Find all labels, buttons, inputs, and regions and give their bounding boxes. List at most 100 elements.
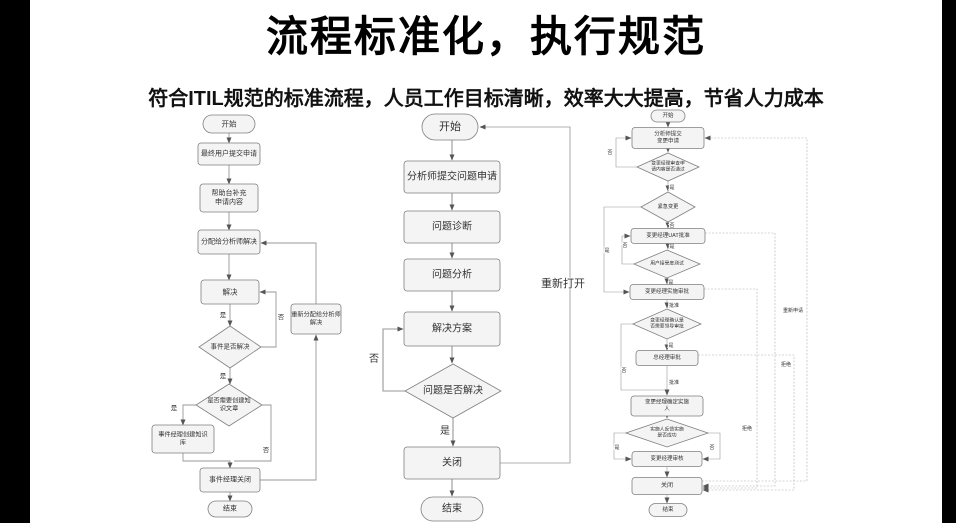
change-flow-node-review-shape (636, 152, 700, 182)
incident-flow-edge-12 (260, 240, 317, 304)
problem-flow-node-solved-label: 问题是否解决 (423, 384, 483, 397)
change-flow-node-impl-shape (629, 284, 705, 300)
change-flow-node-gm-shape (635, 350, 699, 366)
problem-flow-node-diagnose-shape (403, 210, 501, 244)
incident-flow-node-createkb-label: 事件经理创建知识 (158, 431, 208, 439)
incident-flow-node-createkb-shape (151, 424, 215, 454)
incident-flow-node-close-shape (199, 467, 261, 493)
problem-flow-edge-7 (479, 124, 571, 464)
incident-flow-node-start-label: 开始 (222, 119, 237, 129)
change-flow-node-impl-label: 变更经理实施审批 (645, 287, 690, 295)
page-subtitle: 符合ITIL规范的标准流程，人员工作目标清晰，效率大大提高，节省人力成本 (148, 88, 824, 110)
incident-flow-node-submit-label: 最终用户提交申请 (201, 149, 257, 158)
incident-flow-edge-7-label: 是 (171, 404, 178, 412)
change-flow-edge-4-label: 否 (669, 223, 674, 229)
incident-flow-edge-11 (260, 334, 319, 481)
problem-flow-node-analyze: 问题分析 (403, 258, 501, 292)
change-flow-edge-18 (702, 232, 776, 489)
page-title: 流程标准化，执行规范 (265, 13, 706, 60)
change-flow-edge-8-label: 是 (668, 280, 673, 286)
change-flow-edge-9-label: 批准 (669, 302, 679, 309)
incident-flow-node-needkb-label: 识文章 (220, 404, 239, 412)
change-flow-edge-6-label: 是 (669, 244, 674, 250)
change-flow-node-close-shape (631, 477, 703, 495)
incident-flow-edge-5-label: 是 (220, 372, 227, 380)
change-flow-edge-20 (698, 354, 795, 493)
change-flow-node-end: 结束 (648, 503, 688, 517)
change-flow-edge-15 (702, 432, 721, 462)
change-flow-edge-12-label: 批准 (669, 379, 679, 386)
change-flow-node-review-label: 变更经理审查申 (651, 160, 685, 167)
problem-flow-node-diagnose-label: 问题诊断 (432, 220, 472, 233)
change-flow-node-submit-label: 分析师提交 (654, 130, 682, 138)
change-flow-node-uatest: 用户接受度测试 (632, 249, 702, 279)
change-flow-node-uatest-label: 用户接受度测试 (650, 260, 684, 267)
change-flow-node-audit: 变更经理审核 (631, 451, 703, 467)
incident-flow-node-assign: 分配给分析师解决 (197, 229, 261, 255)
change-flow-edge-14 (613, 432, 632, 462)
incident-flow-node-close: 事件经理关闭 (199, 467, 261, 493)
change-flow-edge-14-label: 是 (614, 445, 619, 451)
problem-flow-node-submit: 分析师提交问题申请 (403, 160, 501, 194)
change-flow-edge-15-label: 否 (709, 445, 714, 451)
problem-flow-node-start: 开始 (421, 113, 479, 141)
problem-flow-node-solution: 解决方案 (403, 311, 501, 347)
change-flow-edge-11 (620, 323, 667, 391)
change-flow-edge-2 (615, 135, 637, 168)
incident-flow-edge-4-label: 是 (220, 311, 227, 319)
change-flow-edge-20-label: 拒绝 (781, 361, 791, 368)
problem-flow-node-submit-shape (403, 160, 501, 194)
change-flow-edge-7-label: 否 (622, 243, 627, 249)
change-flow-node-audit-label: 变更经理审核 (650, 454, 684, 462)
change-flow-node-start-label: 开始 (662, 111, 674, 119)
problem-flow-node-end: 结束 (420, 496, 484, 522)
change-flow-node-uatest-shape (632, 249, 702, 279)
problem-flow-node-start-shape (421, 113, 479, 141)
problem-flow-edge-5-label: 是 (440, 425, 450, 437)
change-flow-edge-5-label: 是 (604, 248, 609, 254)
incident-flow-node-resolve-shape (200, 279, 260, 305)
incident-flow-node-resolve: 解决 (200, 279, 260, 305)
incident-flow-node-needkb-label: 是否需要创建知 (207, 397, 250, 405)
change-flow-node-submit-shape (631, 127, 705, 149)
problem-flow-node-close: 关闭 (403, 446, 501, 480)
problem-flow-node-end-label: 结束 (442, 502, 462, 515)
incident-flow-node-end-shape (207, 500, 253, 518)
incident-flow-node-start: 开始 (202, 114, 256, 134)
problem-flow-node-solution-label: 解决方案 (432, 322, 472, 335)
change-flow-edge-2-label: 否 (607, 150, 612, 156)
change-flow-node-close: 关闭 (631, 477, 703, 495)
problem-flow-node-solved: 问题是否解决 (404, 363, 502, 419)
incident-flow-node-needkb-shape (195, 383, 263, 427)
change-flow-edge-3-label: 是 (669, 185, 674, 191)
incident-flow-node-close-label: 事件经理关闭 (209, 475, 251, 484)
incident-flow-node-helpdesk-shape (199, 183, 259, 213)
change-flow-node-urgent-shape (640, 191, 696, 223)
incident-flow-node-assign-label: 分配给分析师解决 (201, 237, 257, 246)
problem-flow-node-end-shape (420, 496, 484, 522)
change-flow-node-end-shape (648, 503, 688, 517)
change-flow-edge-19 (702, 288, 758, 491)
incident-flow-edge-9-label: 否 (263, 446, 270, 454)
change-flow-node-assignimpl-label: 变更经理确定实施 (645, 398, 690, 406)
change-flow-node-review-label: 请内容是否通过 (651, 166, 685, 173)
problem-flow-edge-6-label: 否 (369, 353, 379, 365)
change-flow-edge-21 (702, 135, 808, 482)
incident-flow-node-end: 结束 (207, 500, 253, 518)
problem-flow-node-close-shape (403, 446, 501, 480)
change-flow-edge-5 (603, 206, 641, 295)
problem-flow-node-analyze-shape (403, 258, 501, 292)
incident-flow-node-start-shape (202, 114, 256, 134)
change-flow-node-gm-label: 总经理审批 (653, 353, 681, 361)
change-flow-node-uat: 变更经理UAT批准 (630, 228, 706, 244)
change-flow-node-start-shape (650, 109, 686, 123)
incident-flow-node-submit-shape (197, 142, 261, 166)
left-black-bar (0, 0, 30, 523)
change-flow-node-close-label: 关闭 (661, 481, 673, 489)
